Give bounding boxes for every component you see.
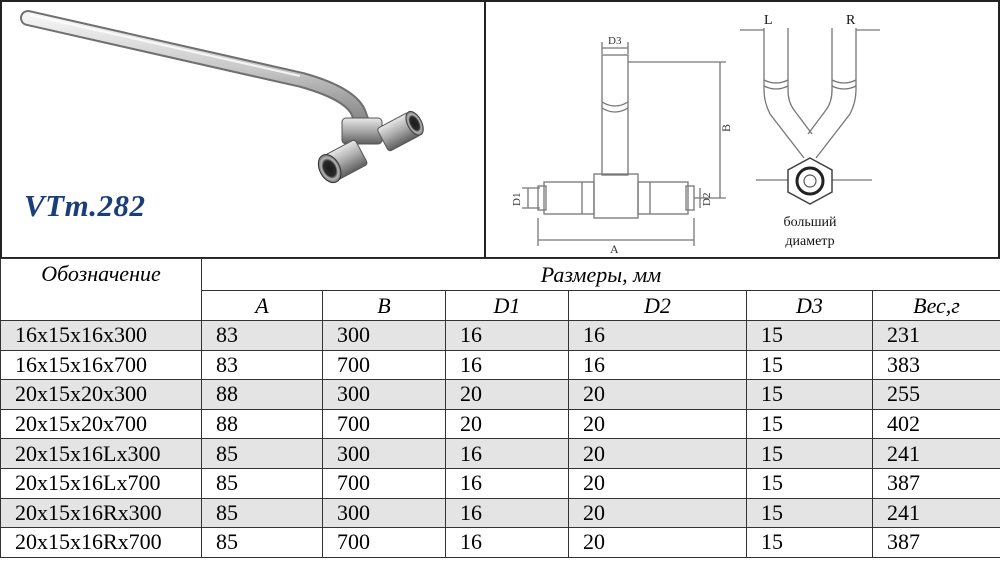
cell-d1: 16 xyxy=(445,497,569,529)
cell-d3: 15 xyxy=(746,467,873,499)
cell-b: 300 xyxy=(322,320,446,351)
product-photo-panel: VTm.282 xyxy=(0,0,486,259)
col-a: A xyxy=(201,290,323,321)
label-left: L xyxy=(764,13,773,28)
cell-d1: 20 xyxy=(445,408,569,440)
cell-b: 300 xyxy=(322,497,446,529)
cell-weight: 241 xyxy=(871,438,1000,469)
cell-weight: 241 xyxy=(871,497,1000,529)
label-d1: D1 xyxy=(511,193,523,206)
label-d2: D2 xyxy=(701,193,713,206)
cell-designation: 20x15x16Lx700 xyxy=(0,467,202,499)
cell-a: 85 xyxy=(201,467,323,499)
cell-weight: 402 xyxy=(871,408,1000,440)
cell-a: 85 xyxy=(201,438,323,469)
cell-a: 85 xyxy=(201,527,323,558)
cell-d2: 20 xyxy=(568,438,747,469)
cell-designation: 20x15x20x700 xyxy=(0,408,202,440)
cell-d3: 15 xyxy=(746,497,873,529)
top-section: VTm.282 xyxy=(0,0,1000,259)
cell-d3: 15 xyxy=(746,379,873,410)
table-row: 20x15x16Lx300 85 300 16 20 15 241 xyxy=(0,438,1000,469)
cell-d2: 16 xyxy=(568,349,747,381)
table-row: 20x15x16Rx700 85 700 16 20 15 387 xyxy=(0,527,1000,558)
label-a: A xyxy=(610,242,619,256)
col-weight: Вес,г xyxy=(871,290,1000,321)
cell-weight: 255 xyxy=(871,379,1000,410)
cell-d2: 20 xyxy=(568,408,747,440)
cell-weight: 387 xyxy=(871,467,1000,499)
cell-d1: 16 xyxy=(445,467,569,499)
col-d3: D3 xyxy=(746,290,873,321)
tee-fitting-photo xyxy=(20,10,424,184)
table-row: 20x15x16Lx700 85 700 16 20 15 387 xyxy=(0,467,1000,499)
caption-diameter: диаметр xyxy=(785,234,834,249)
cell-d3: 15 xyxy=(746,527,873,558)
cell-d3: 15 xyxy=(746,438,873,469)
cell-b: 700 xyxy=(322,408,446,440)
table-row: 20x15x20x700 88 700 20 20 15 402 xyxy=(0,408,1000,440)
cell-d3: 15 xyxy=(746,320,873,351)
cell-b: 700 xyxy=(322,467,446,499)
cell-a: 83 xyxy=(201,320,323,351)
table-row: 16x15x16x300 83 300 16 16 15 231 xyxy=(0,320,1000,351)
cell-weight: 387 xyxy=(871,527,1000,558)
cell-d1: 16 xyxy=(445,320,569,351)
cell-designation: 16x15x16x300 xyxy=(0,320,202,351)
cell-a: 88 xyxy=(201,379,323,410)
cell-b: 700 xyxy=(322,349,446,381)
caption-larger: больший xyxy=(783,215,837,230)
cell-weight: 383 xyxy=(871,349,1000,381)
col-d2: D2 xyxy=(568,290,747,321)
cell-designation: 16x15x16x700 xyxy=(0,349,202,381)
cell-d2: 20 xyxy=(568,379,747,410)
label-b: B xyxy=(719,124,733,132)
cell-designation: 20x15x16Lx300 xyxy=(0,438,202,469)
cell-b: 700 xyxy=(322,527,446,558)
cell-d1: 16 xyxy=(445,349,569,381)
cell-a: 83 xyxy=(201,349,323,381)
cell-d2: 16 xyxy=(568,320,747,351)
cell-a: 85 xyxy=(201,497,323,529)
cell-d1: 20 xyxy=(445,379,569,410)
cell-d3: 15 xyxy=(746,349,873,381)
cell-designation: 20x15x20x300 xyxy=(0,379,202,410)
cell-d3: 15 xyxy=(746,408,873,440)
specifications-table: Обозначение Размеры, мм A B D1 D2 D3 Вес… xyxy=(0,258,1000,558)
model-code: VTm.282 xyxy=(24,188,146,223)
dimension-drawing-panel: D3 B D1 D2 A L R больший диаметр xyxy=(484,0,1000,259)
header-designation: Обозначение xyxy=(0,258,202,321)
table-row: 20x15x16Rx300 85 300 16 20 15 241 xyxy=(0,497,1000,529)
col-d1: D1 xyxy=(445,290,569,321)
cell-d1: 16 xyxy=(445,527,569,558)
table-subheader-row: A B D1 D2 D3 Вес,г xyxy=(1,290,1000,321)
cell-d2: 20 xyxy=(568,497,747,529)
cell-designation: 20x15x16Rx700 xyxy=(0,527,202,558)
cell-designation: 20x15x16Rx300 xyxy=(0,497,202,529)
cell-d2: 20 xyxy=(568,527,747,558)
cell-b: 300 xyxy=(322,438,446,469)
table-row: 16x15x16x700 83 700 16 16 15 383 xyxy=(0,349,1000,381)
header-dimensions: Размеры, мм xyxy=(200,258,1000,291)
cell-weight: 231 xyxy=(871,320,1000,351)
dimension-drawing: D3 B D1 D2 A L R больший диаметр xyxy=(511,13,880,256)
cell-d1: 16 xyxy=(445,438,569,469)
cell-b: 300 xyxy=(322,379,446,410)
cell-a: 88 xyxy=(201,408,323,440)
label-right: R xyxy=(846,13,856,28)
cell-d2: 20 xyxy=(568,467,747,499)
table-header-row: Обозначение Размеры, мм xyxy=(0,258,1000,321)
col-b: B xyxy=(322,290,446,321)
label-d3: D3 xyxy=(608,35,622,47)
table-row: 20x15x20x300 88 300 20 20 15 255 xyxy=(0,379,1000,410)
